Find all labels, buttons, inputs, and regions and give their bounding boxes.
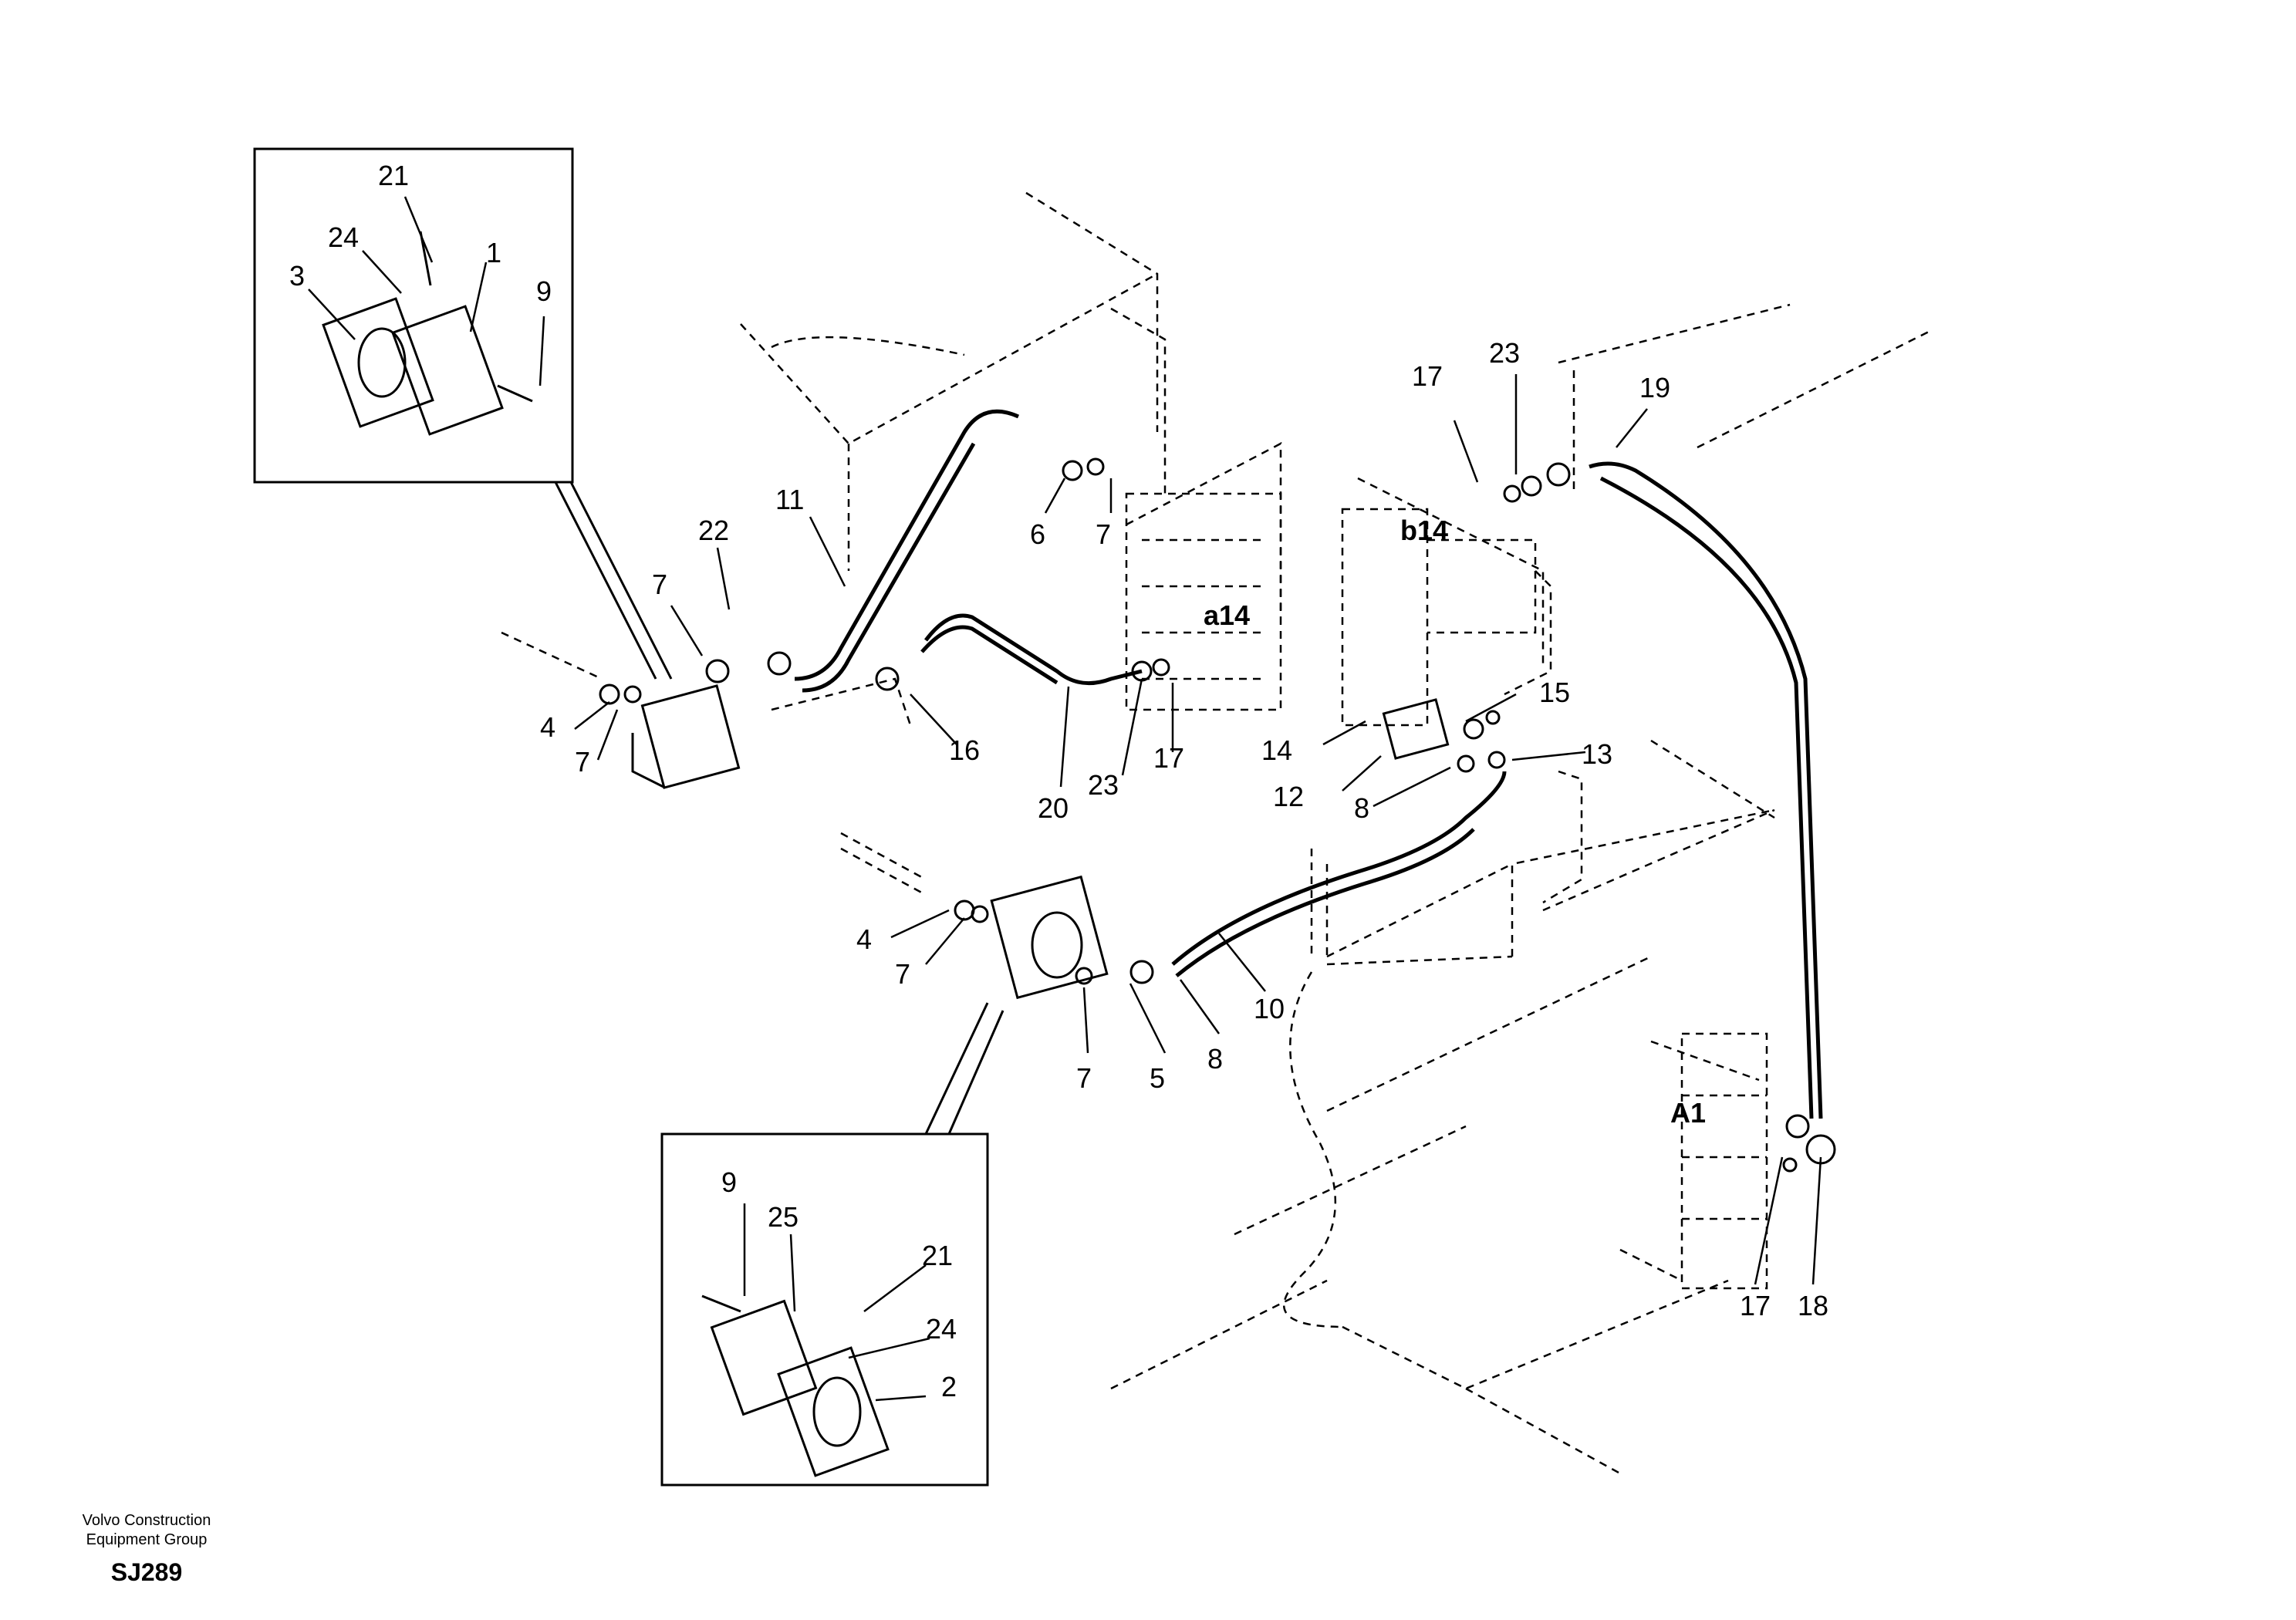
hose-20 (920, 613, 1143, 686)
callout-17: 17 (1740, 1290, 1771, 1321)
callout-17: 17 (1153, 742, 1184, 774)
callout-8: 8 (1354, 792, 1369, 824)
callout-20: 20 (1038, 792, 1069, 824)
hose-11 (794, 409, 1020, 693)
callout-23: 23 (1489, 337, 1520, 369)
machine-outline (501, 191, 1930, 1475)
callout-10: 10 (1254, 993, 1285, 1024)
callout-21: 21 (922, 1240, 953, 1271)
callout-16: 16 (949, 734, 980, 766)
callout-7: 7 (895, 958, 910, 990)
callout-13: 13 (1582, 738, 1612, 770)
callout-22: 22 (698, 515, 729, 546)
callout-12: 12 (1273, 781, 1304, 812)
callout-7: 7 (1096, 518, 1111, 550)
callout-23: 23 (1088, 769, 1119, 801)
bracket-left (631, 684, 741, 789)
callout-21: 21 (378, 160, 409, 191)
callout-14: 14 (1261, 734, 1292, 766)
callout-7: 7 (575, 746, 590, 778)
callout-2: 2 (941, 1371, 957, 1402)
callout-24: 24 (328, 221, 359, 253)
callout-9: 9 (536, 275, 552, 307)
drawing-code: SJ289 (110, 1558, 183, 1586)
callout-15: 15 (1539, 677, 1570, 708)
callout-18: 18 (1798, 1290, 1828, 1321)
port-label-a1: A1 (1670, 1097, 1706, 1129)
callout-24: 24 (926, 1313, 957, 1345)
callout-7: 7 (1076, 1062, 1092, 1094)
detail-box-bottom (660, 1002, 1004, 1487)
callout-25: 25 (768, 1201, 799, 1233)
callout-11: 11 (775, 484, 804, 515)
bracket-center (990, 875, 1109, 1000)
port-label-a14: a14 (1204, 599, 1250, 631)
footer-org-line2: Equipment Group (86, 1531, 208, 1548)
callout-1: 1 (486, 237, 501, 268)
callout-17: 17 (1412, 360, 1443, 392)
callout-9: 9 (721, 1166, 737, 1198)
port-label-b14: b14 (1400, 515, 1448, 546)
fittings (599, 457, 1836, 1173)
callout-5: 5 (1150, 1062, 1165, 1094)
hose-19 (1589, 461, 1823, 1119)
footer-org-line1: Volvo Construction (82, 1512, 211, 1529)
callout-6: 6 (1030, 518, 1045, 550)
callout-4: 4 (856, 923, 872, 955)
callout-8: 8 (1207, 1043, 1223, 1075)
callout-7: 7 (652, 569, 667, 600)
callout-19: 19 (1639, 372, 1670, 403)
callout-3: 3 (289, 260, 305, 292)
callout-4: 4 (540, 711, 555, 743)
hose-10 (1171, 771, 1507, 977)
callouts: 21 24 3 1 9 22 11 6 7 7 4 7 16 20 23 17 … (289, 160, 1828, 1402)
detail-box-top (253, 147, 673, 680)
leader-lines (308, 196, 1822, 1402)
